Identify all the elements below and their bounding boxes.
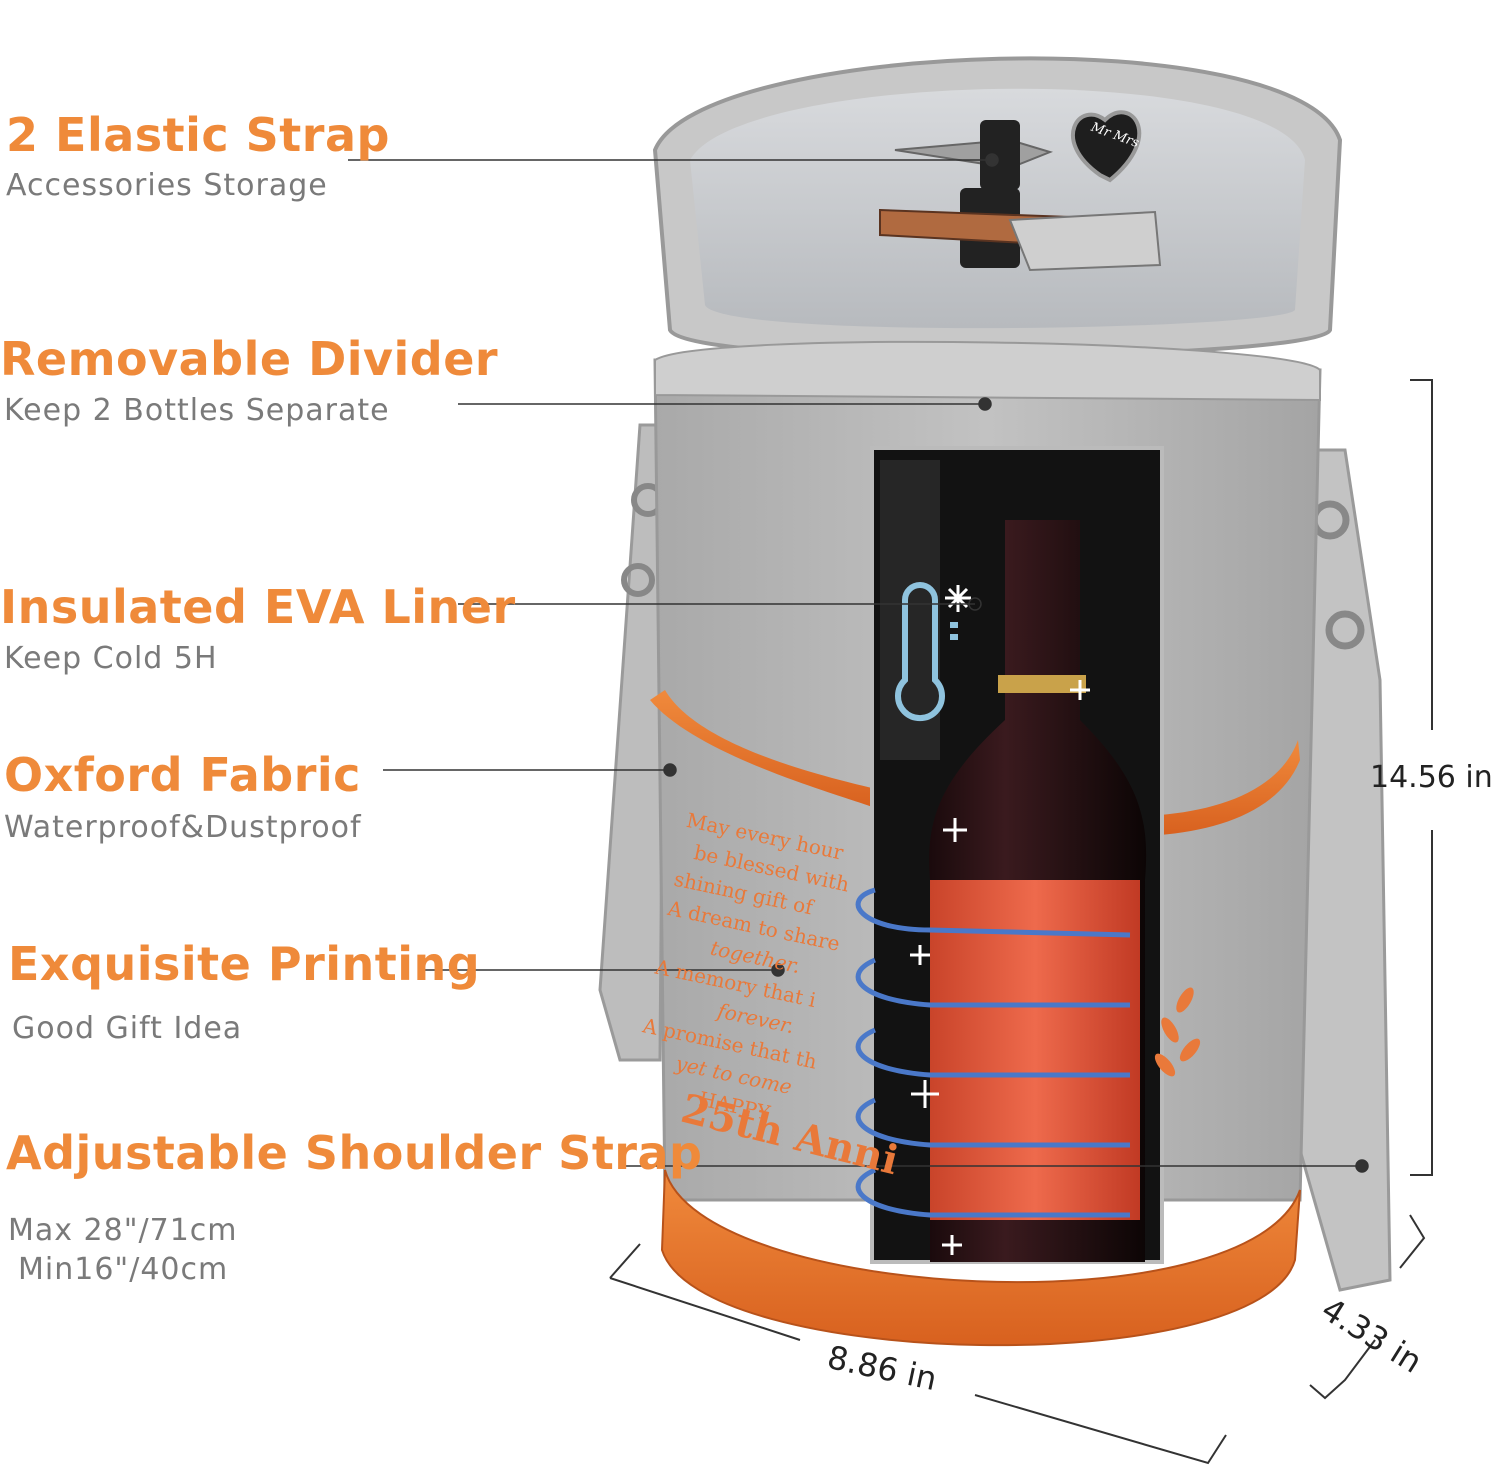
heart-charm — [1071, 110, 1142, 183]
strap-buckle-right-2 — [1325, 610, 1365, 650]
elastic-strap-1 — [980, 120, 1020, 190]
dimension-height-label: 14.56 in — [1370, 760, 1493, 795]
divider — [880, 460, 940, 760]
cooling-coils — [855, 887, 1131, 1218]
feature-title-elastic-strap: 2 Elastic Strap — [6, 108, 390, 162]
feature-subtitle-insulated-liner: Keep Cold 5H — [4, 641, 218, 676]
feature-subtitle-removable-divider: Keep 2 Bottles Separate — [4, 393, 390, 428]
pocket-trim — [650, 690, 880, 810]
feature-subtitle-elastic-strap: Accessories Storage — [6, 168, 328, 203]
thermometer-icon — [895, 582, 958, 722]
leaf-decoration — [1154, 987, 1201, 1077]
feature-title-shoulder-strap: Adjustable Shoulder Strap — [6, 1126, 703, 1180]
feature-title-oxford-fabric: Oxford Fabric — [4, 748, 361, 802]
feature-subtitle-strap-min: Min16"/40cm — [18, 1252, 229, 1287]
bottle-neck-band — [998, 675, 1086, 693]
feature-subtitle-exquisite-printing: Good Gift Idea — [12, 1011, 243, 1046]
callout-lines — [348, 153, 1369, 1173]
feature-title-exquisite-printing: Exquisite Printing — [8, 937, 481, 991]
feature-subtitle-oxford-fabric: Waterproof&Dustproof — [4, 810, 362, 845]
feature-title-insulated-liner: Insulated EVA Liner — [0, 580, 516, 634]
bag-base — [660, 1169, 1301, 1347]
corkscrew-metal — [1008, 210, 1162, 272]
dimension-lines — [609, 379, 1433, 1465]
feature-subtitle-strap-max: Max 28"/71cm — [8, 1213, 238, 1248]
pocket-trim-right — [1160, 740, 1300, 835]
bag-rim — [654, 340, 1321, 402]
feature-title-removable-divider: Removable Divider — [0, 332, 499, 386]
strap-buckle-left-2 — [621, 563, 655, 597]
